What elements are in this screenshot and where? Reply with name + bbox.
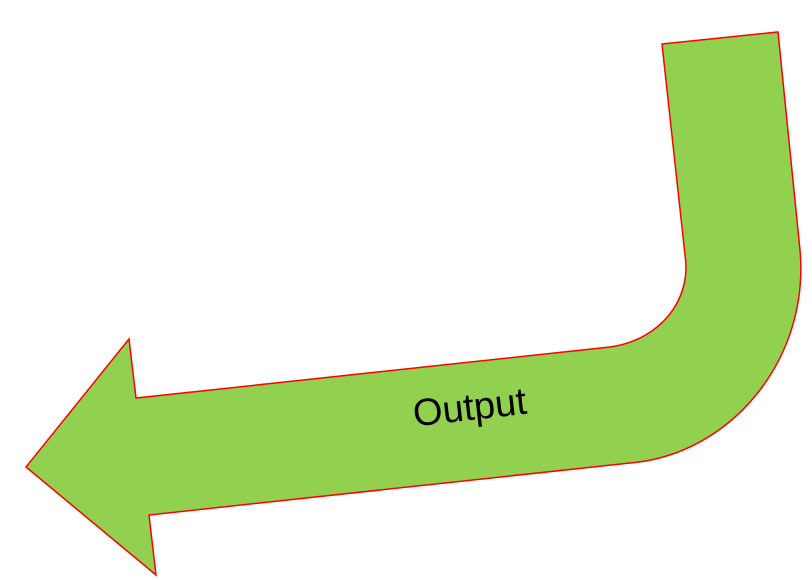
bent-output-arrow: Output xyxy=(24,31,802,577)
bent-arrow-shape xyxy=(24,31,802,577)
